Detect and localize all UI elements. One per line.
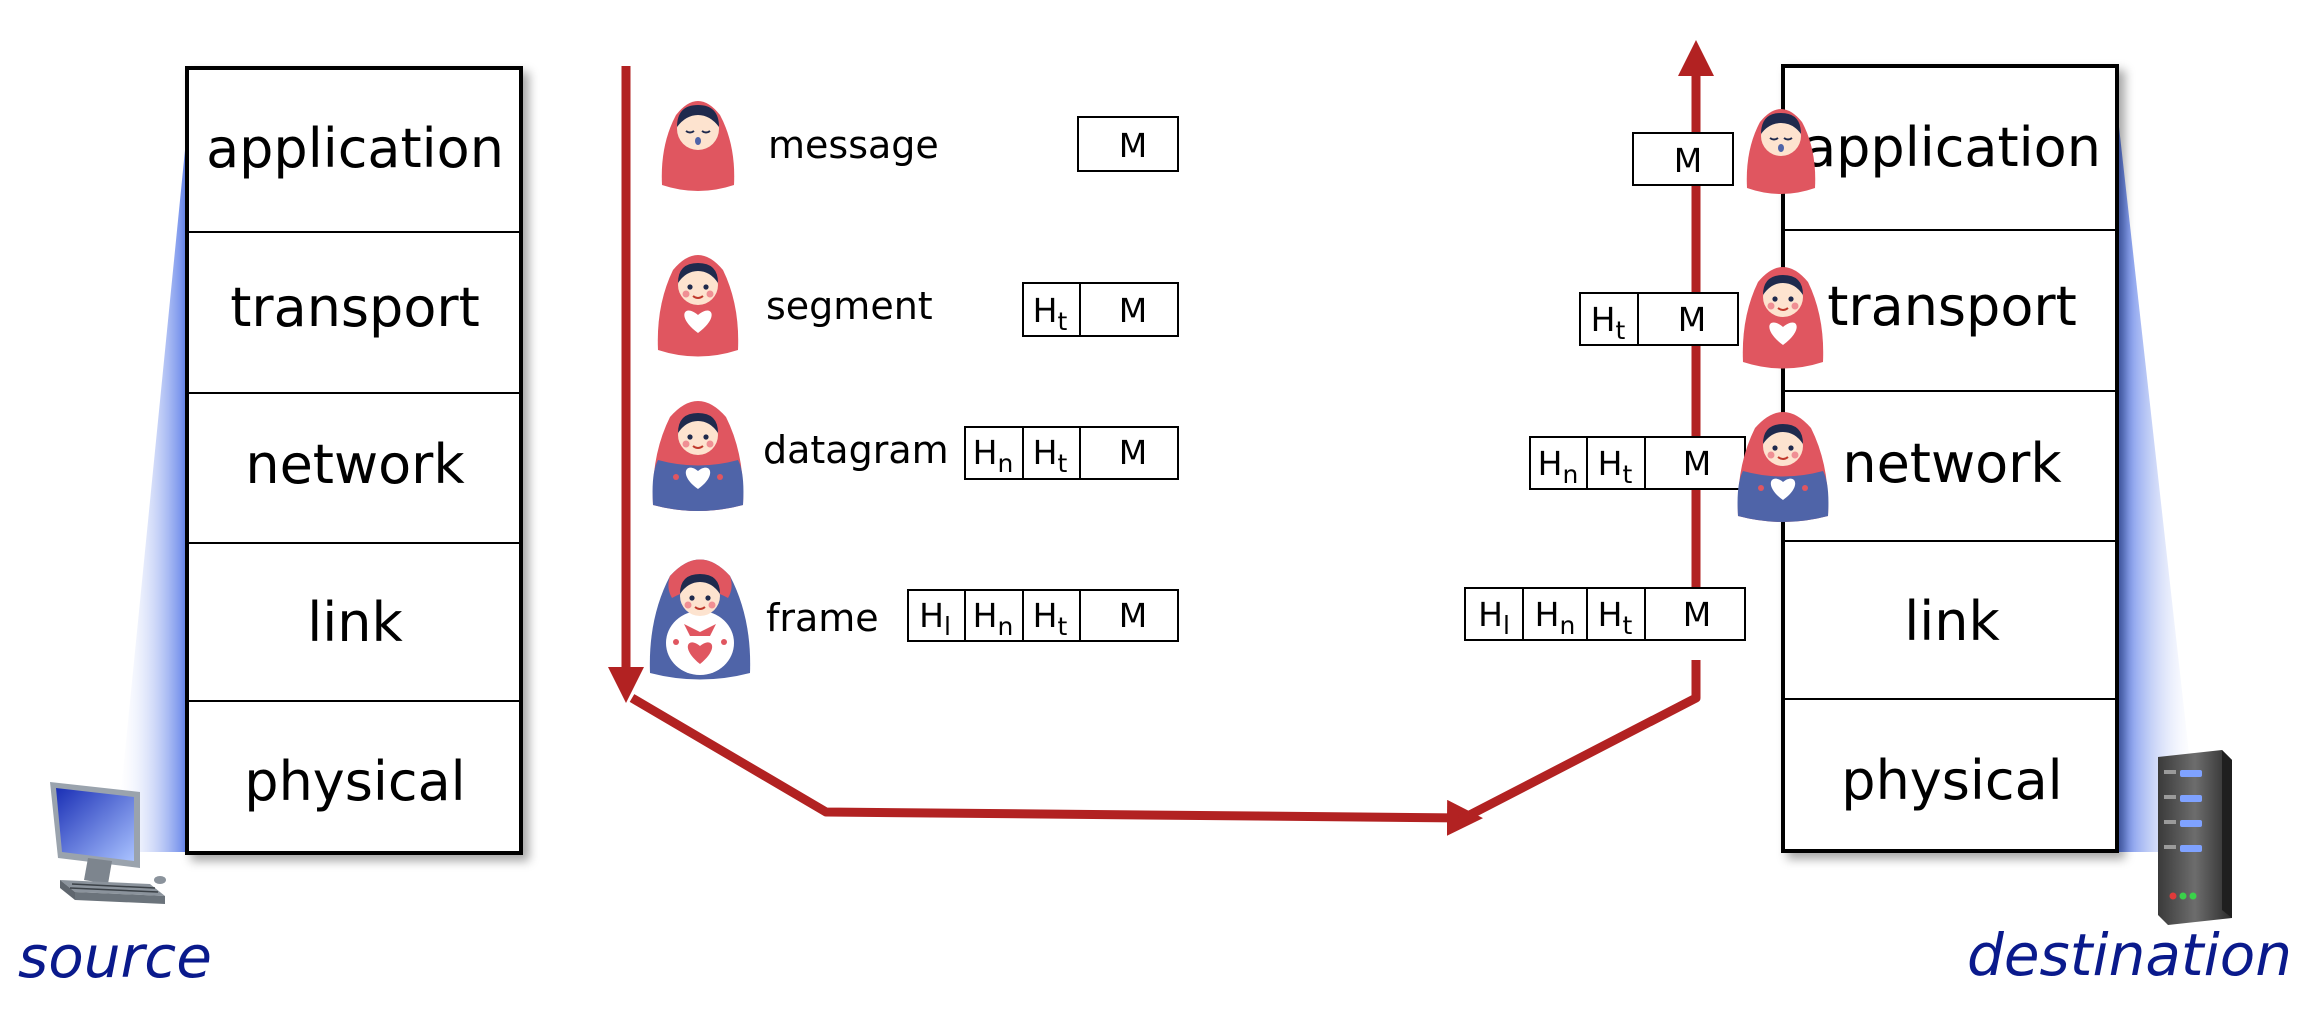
header-link: Hl <box>1478 595 1510 640</box>
matryoshka-doll-icon <box>657 255 739 357</box>
source-layer-transport: transport <box>230 276 480 339</box>
header-network: Hn <box>1538 444 1579 489</box>
source-layer-link: link <box>307 591 403 654</box>
pdu-label-segment: segment <box>766 284 933 328</box>
source-protocol-stack <box>185 66 523 855</box>
payload-m: M <box>1119 433 1147 472</box>
header-transport: Ht <box>1598 444 1633 489</box>
payload-m: M <box>1683 595 1711 634</box>
payload-m: M <box>1678 300 1706 339</box>
header-transport: Ht <box>1033 596 1068 641</box>
packet-frame-destination: Hl Hn Ht M <box>1464 587 1746 641</box>
pdu-label-datagram: datagram <box>763 428 949 472</box>
matryoshka-doll-icon <box>649 559 751 680</box>
matryoshka-doll-icon <box>1746 109 1816 194</box>
destination-host-glow <box>2116 100 2200 852</box>
destination-layer-link: link <box>1904 590 2000 653</box>
matryoshka-doll-icon <box>1742 267 1824 369</box>
header-transport: Ht <box>1598 595 1633 640</box>
header-network: Hn <box>1535 595 1576 640</box>
header-transport: Ht <box>1591 300 1626 345</box>
pdu-label-frame: frame <box>766 596 879 640</box>
header-network: Hn <box>973 433 1014 478</box>
destination-layer-dividers <box>1783 229 2117 700</box>
packet-segment-destination: Ht M <box>1579 292 1739 346</box>
source-layer-physical: physical <box>244 750 465 813</box>
header-link: Hl <box>919 596 951 641</box>
packet-message-destination: M <box>1632 132 1734 186</box>
packet-message-source: M <box>1077 116 1179 172</box>
destination-layer-network: network <box>1842 432 2062 495</box>
destination-host-label: destination <box>1967 921 2292 989</box>
payload-m: M <box>1683 444 1711 483</box>
payload-m: M <box>1674 141 1702 180</box>
header-transport: Ht <box>1033 433 1068 478</box>
destination-layer-application: application <box>1803 116 2101 179</box>
matryoshka-doll-icon <box>661 101 735 191</box>
destination-layer-transport: transport <box>1827 275 2077 338</box>
source-host-glow <box>115 100 190 852</box>
packet-frame-source: Hl Hn Ht M <box>907 589 1179 642</box>
pdu-label-message: message <box>768 123 939 167</box>
header-network: Hn <box>973 596 1014 641</box>
payload-m: M <box>1119 291 1147 330</box>
server-icon <box>2158 750 2232 925</box>
destination-layer-physical: physical <box>1841 749 2062 812</box>
source-layer-network: network <box>245 433 465 496</box>
source-host-label: source <box>18 923 212 991</box>
source-layer-application: application <box>206 117 504 180</box>
packet-segment-source: Ht M <box>1022 282 1179 337</box>
packet-datagram-source: Hn Ht M <box>964 426 1179 480</box>
packet-datagram-destination: Hn Ht M <box>1529 436 1746 490</box>
header-transport: Ht <box>1033 291 1068 336</box>
matryoshka-doll-icon <box>1737 412 1829 522</box>
source-layer-dividers <box>187 231 521 702</box>
payload-m: M <box>1119 596 1147 635</box>
matryoshka-doll-icon <box>652 401 744 511</box>
desktop-computer-icon <box>50 782 166 904</box>
payload-m: M <box>1119 126 1147 165</box>
